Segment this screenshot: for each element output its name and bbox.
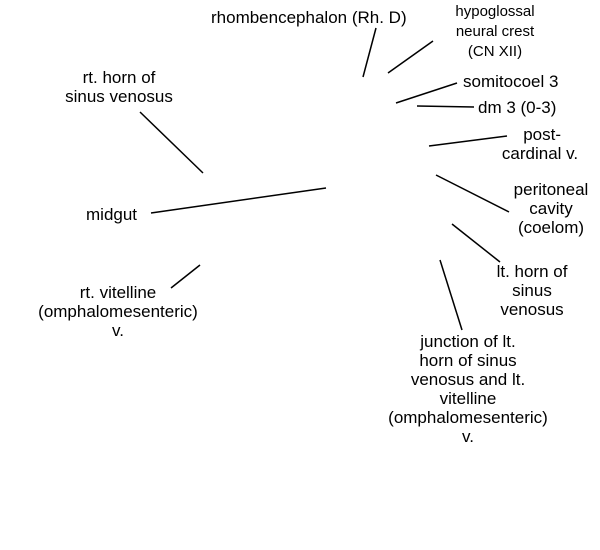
leader-line-rt-horn	[139, 111, 204, 174]
label-hypoglossal-neural-crest: hypoglossal neural crest (CN XII)	[455, 3, 535, 60]
label-rt-vitelline-v: rt. vitelline (omphalomesenteric) v.	[38, 283, 198, 340]
leader-line-peritoneal	[435, 174, 510, 213]
leader-line-lt-horn	[451, 223, 501, 263]
label-rhombencephalon: rhombencephalon (Rh. D)	[211, 8, 407, 27]
leader-line-junction	[439, 259, 463, 331]
label-peritoneal-cavity: peritoneal cavity (coelom)	[513, 180, 589, 237]
label-postcardinal-v: post- cardinal v.	[501, 125, 579, 163]
leader-line-rt-vitelline	[170, 264, 201, 289]
leader-line-somitocoel	[395, 82, 458, 104]
label-junction-lt-horn-vitelline: junction of lt. horn of sinus venosus an…	[388, 332, 548, 446]
label-dm-3: dm 3 (0-3)	[478, 98, 557, 117]
leader-line-rhombencephalon	[362, 27, 377, 78]
label-rt-horn-sinus-venosus: rt. horn of sinus venosus	[65, 68, 173, 106]
label-midgut: midgut	[86, 205, 138, 224]
leader-line-hypoglossal	[387, 40, 434, 74]
leader-line-dm3	[416, 105, 475, 108]
leader-line-midgut	[150, 187, 327, 214]
label-lt-horn-sinus-venosus: lt. horn of sinus venosus	[496, 262, 568, 319]
leader-line-postcardinal	[428, 135, 508, 147]
label-somitocoel-3: somitocoel 3	[463, 72, 559, 91]
